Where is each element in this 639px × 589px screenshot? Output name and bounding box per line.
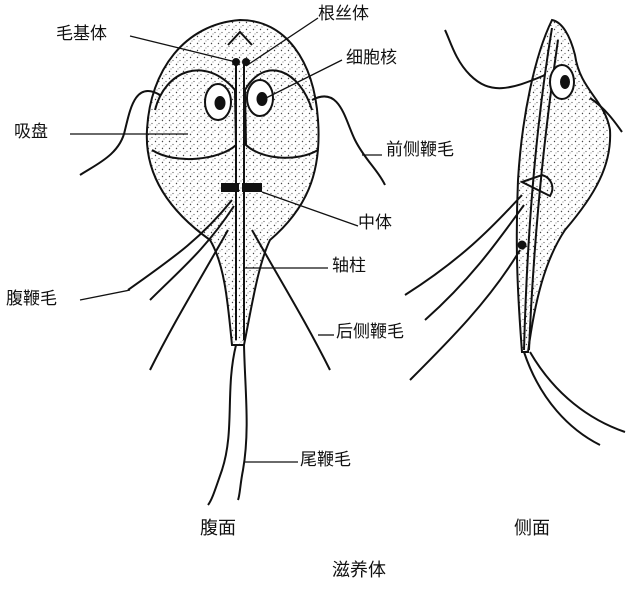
label-anterior-lateral-flagellum: 前侧鞭毛: [386, 140, 454, 160]
ventral-flagellum-1: [127, 199, 233, 291]
leader-basal-body: [129, 35, 237, 63]
leader-nucleus: [261, 59, 343, 101]
lateral-caudal-flagellum-1: [523, 351, 601, 446]
ventral-flagellum-2: [149, 205, 235, 301]
label-posterior-lateral-flagellum: 后侧鞭毛: [336, 322, 404, 342]
lateral-body-outline: [515, 18, 612, 353]
caption-lateral-view: 侧面: [514, 518, 550, 539]
posterior-lateral-flagellum-left: [149, 229, 229, 371]
label-rhizoplast: 根丝体: [318, 4, 369, 24]
label-median-body: 中体: [358, 213, 392, 233]
lateral-ventral-flagellum-2: [424, 204, 525, 321]
leader-rhizoplast: [245, 17, 319, 67]
anterior-lateral-flagellum-right: [311, 95, 386, 186]
lateral-sucking-disc: [519, 173, 554, 198]
label-ventral-flagellum: 腹鞭毛: [6, 289, 57, 309]
leader-lines: [70, 17, 382, 463]
basal-body-dot-right: [242, 58, 250, 66]
figure-title: 滋养体: [332, 560, 386, 581]
label-axostyle: 轴柱: [332, 256, 366, 276]
lateral-anterior-flagellum-2: [589, 97, 623, 133]
ventral-body-outline: [145, 18, 320, 346]
lateral-anterior-flagellum: [444, 29, 546, 90]
anterior-notch: [227, 30, 253, 46]
caption-ventral-view: 腹面: [200, 518, 236, 539]
anterior-lateral-flagellum-left: [79, 90, 161, 176]
caudal-flagellum-right: [237, 344, 248, 501]
lateral-nucleus-karyosome: [560, 75, 570, 89]
median-body-right: [242, 183, 262, 192]
nucleus-left-karyosome: [214, 96, 226, 110]
lateral-view-drawing: [404, 18, 626, 446]
lateral-ventral-flagellum-1: [404, 194, 523, 296]
caudal-flagellum-left: [207, 344, 237, 506]
label-basal-body: 毛基体: [56, 24, 107, 44]
leader-median-body: [261, 191, 359, 227]
sucking-disc-left: [151, 69, 238, 161]
lateral-axostyle: [523, 27, 553, 351]
ventral-view-drawing: [79, 18, 386, 506]
median-body-left: [221, 183, 239, 192]
lateral-median-body: [517, 240, 527, 250]
label-nucleus: 细胞核: [346, 48, 397, 68]
label-sucking-disc: 吸盘: [14, 122, 48, 142]
label-caudal-flagellum: 尾鞭毛: [300, 450, 351, 470]
posterior-lateral-flagellum-right: [251, 229, 331, 371]
lateral-caudal-flagellum-2: [529, 351, 626, 433]
leader-ventral-flagellum: [79, 289, 131, 301]
nucleus-right-karyosome: [256, 92, 268, 106]
lateral-posterior-flagellum-1: [409, 249, 521, 381]
